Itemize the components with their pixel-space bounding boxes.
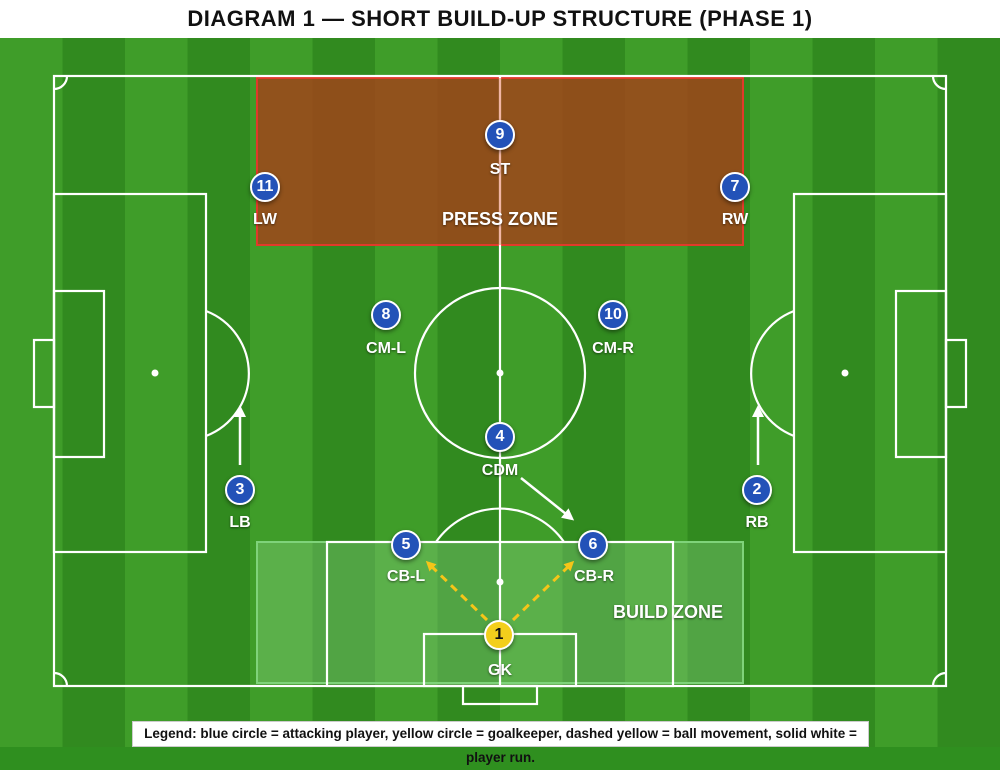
player-cb-l-marker[interactable]: 5: [391, 530, 421, 560]
grass-stripe: [875, 38, 938, 747]
press-zone-label: PRESS ZONE: [442, 209, 558, 230]
player-cdm-label: CDM: [482, 462, 518, 480]
grass-stripe: [125, 38, 188, 747]
player-cm-l-marker[interactable]: 8: [371, 300, 401, 330]
diagram-title: DIAGRAM 1 — SHORT BUILD-UP STRUCTURE (PH…: [0, 0, 1000, 38]
player-rw-label: RW: [722, 211, 748, 229]
player-lb-marker[interactable]: 3: [225, 475, 255, 505]
player-st-marker[interactable]: 9: [485, 120, 515, 150]
player-rb-label: RB: [745, 514, 768, 532]
player-gk-label: GK: [488, 662, 512, 680]
grass-stripe: [63, 38, 126, 747]
player-cb-r-marker[interactable]: 6: [578, 530, 608, 560]
player-gk-marker[interactable]: 1: [484, 620, 514, 650]
legend: Legend: blue circle = attacking player, …: [132, 721, 869, 747]
build-zone-label: BUILD ZONE: [613, 602, 723, 623]
player-cb-l-label: CB-L: [387, 568, 425, 586]
player-lw-label: LW: [253, 211, 277, 229]
grass-stripe: [813, 38, 876, 747]
player-rb-marker[interactable]: 2: [742, 475, 772, 505]
player-rw-marker[interactable]: 7: [720, 172, 750, 202]
grass-stripe: [188, 38, 251, 747]
player-cm-r-marker[interactable]: 10: [598, 300, 628, 330]
player-cdm-marker[interactable]: 4: [485, 422, 515, 452]
player-lb-label: LB: [229, 514, 250, 532]
player-cm-l-label: CM-L: [366, 340, 406, 358]
grass-stripe: [750, 38, 813, 747]
player-st-label: ST: [490, 161, 510, 179]
player-cb-r-label: CB-R: [574, 568, 614, 586]
player-lw-marker[interactable]: 11: [250, 172, 280, 202]
player-cm-r-label: CM-R: [592, 340, 634, 358]
